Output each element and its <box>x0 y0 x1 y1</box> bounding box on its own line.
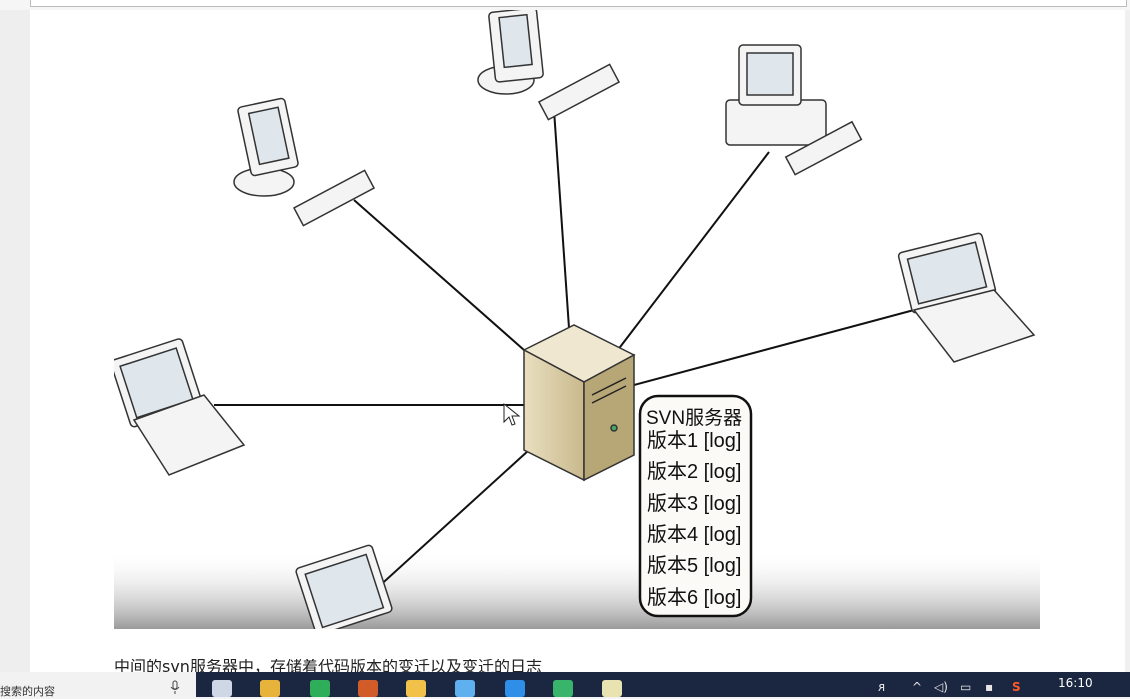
version-entry: 版本5 [log] <box>647 555 742 578</box>
network-diagram-svg <box>114 10 1040 629</box>
version-entry: 版本6 [log] <box>647 586 742 609</box>
taskbar-search[interactable]: 搜索的内容 <box>0 672 196 698</box>
chrome-icon[interactable] <box>260 680 280 697</box>
server-title: SVN服务器 <box>646 408 743 429</box>
sogou-ime-icon[interactable]: S <box>1012 680 1021 694</box>
task-view-icon[interactable] <box>212 680 232 697</box>
notepad-icon[interactable] <box>602 680 622 697</box>
app-icon[interactable] <box>553 680 573 697</box>
edge-icon[interactable] <box>505 680 525 697</box>
version-list-box <box>638 394 753 618</box>
left-gutter <box>0 10 30 672</box>
desktop-computer-icon <box>477 10 621 121</box>
desktop-computer-icon <box>233 97 376 227</box>
laptop-icon <box>295 544 393 629</box>
people-tray-icon[interactable]: ᴙ <box>878 680 886 694</box>
version-entry: 版本4 [log] <box>647 523 742 546</box>
desktop-tower-icon <box>725 44 863 176</box>
address-bar-edge[interactable] <box>30 0 1127 7</box>
volume-icon[interactable]: ◁) <box>934 680 948 694</box>
laptop-icon <box>114 338 246 476</box>
mouse-cursor-icon <box>503 402 521 426</box>
file-explorer-icon[interactable] <box>406 680 426 697</box>
pycharm-icon[interactable] <box>310 680 330 697</box>
network-icon[interactable]: ▭ <box>960 680 972 694</box>
caption-text: 中间的svn服务器中，存储着代码版本的变迁以及变迁的日志 <box>114 659 542 672</box>
search-placeholder: 搜索的内容 <box>0 685 55 698</box>
laptop-icon <box>897 232 1036 363</box>
connection-lines <box>214 109 915 601</box>
bottom-shadow <box>114 550 1040 629</box>
powerpoint-icon[interactable] <box>358 680 378 697</box>
battery-icon[interactable]: ▪ <box>985 680 994 694</box>
people-icon[interactable] <box>455 680 475 697</box>
version-entry: 版本2 [log] <box>647 461 742 484</box>
scrollbar[interactable] <box>1125 10 1130 672</box>
clock[interactable]: 16:10 <box>1058 676 1093 690</box>
svn-server-icon <box>522 324 636 482</box>
microphone-icon[interactable] <box>170 680 180 694</box>
version-entry: 版本3 [log] <box>647 492 742 515</box>
chevron-up-icon[interactable]: ^ <box>912 680 923 694</box>
svn-diagram: SVN服务器 版本1 [log] 版本2 [log] 版本3 [log] 版本4 [l… <box>114 10 1040 629</box>
version-entry: 版本1 [log] <box>647 430 742 452</box>
